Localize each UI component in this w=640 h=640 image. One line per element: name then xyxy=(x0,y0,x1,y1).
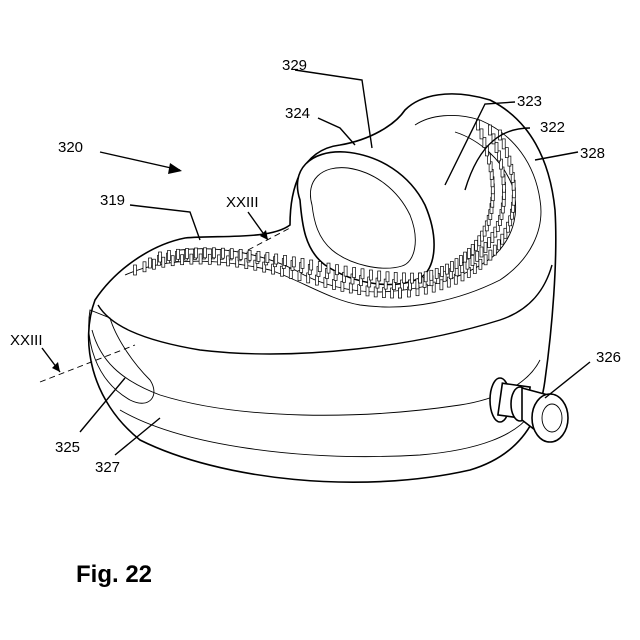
bristle xyxy=(221,248,224,258)
bristle xyxy=(435,269,438,279)
bristle xyxy=(459,256,462,266)
bristle xyxy=(440,280,443,290)
bristle xyxy=(471,255,474,265)
bristle xyxy=(230,249,233,259)
bristle xyxy=(450,262,453,272)
bristle xyxy=(424,272,427,282)
bristle xyxy=(479,259,482,269)
bristle xyxy=(349,283,352,293)
bristle xyxy=(284,255,287,265)
bristle xyxy=(491,233,494,243)
label-section-left: XXIII xyxy=(10,332,43,349)
bristle xyxy=(190,254,193,264)
label-327: 327 xyxy=(95,459,120,476)
bristle xyxy=(475,240,478,250)
bristle xyxy=(394,272,397,282)
label-320: 320 xyxy=(58,139,83,156)
bristle xyxy=(310,260,313,270)
bristle xyxy=(181,255,184,265)
bristle xyxy=(489,250,492,260)
label-319: 319 xyxy=(100,192,125,209)
bristle xyxy=(411,273,414,283)
bristle xyxy=(199,254,202,264)
bristle xyxy=(341,281,344,291)
bristle xyxy=(195,248,198,258)
bristle xyxy=(275,254,278,264)
bristle xyxy=(484,255,487,265)
label-324: 324 xyxy=(285,105,310,122)
bristle xyxy=(378,271,381,281)
bristle xyxy=(149,258,152,268)
bristle xyxy=(292,257,295,267)
bristle xyxy=(318,262,321,272)
label-329: 329 xyxy=(282,57,307,74)
bristle xyxy=(177,249,180,259)
bristle xyxy=(358,285,361,295)
bristle xyxy=(441,266,444,276)
bristle xyxy=(327,263,330,273)
bristle xyxy=(333,279,336,289)
leader-326 xyxy=(545,362,590,398)
label-326: 326 xyxy=(596,349,621,366)
bristle xyxy=(502,139,505,149)
bristle xyxy=(152,259,155,269)
label-328: 328 xyxy=(580,145,605,162)
bristle xyxy=(204,248,207,258)
bristle xyxy=(488,238,491,248)
bristle xyxy=(143,262,146,272)
bristle xyxy=(480,129,483,139)
bristle xyxy=(419,273,422,283)
bristle xyxy=(361,269,364,279)
bristle xyxy=(484,243,487,253)
label-322: 322 xyxy=(540,119,565,136)
label-323: 323 xyxy=(517,93,542,110)
bristle xyxy=(386,272,389,282)
bristle xyxy=(248,250,251,260)
leader-319 xyxy=(130,205,200,240)
label-section-top: XXIII xyxy=(226,194,259,211)
bristle xyxy=(430,270,433,280)
bristle xyxy=(208,254,211,264)
bristle xyxy=(369,270,372,280)
bristle xyxy=(186,249,189,259)
bristle xyxy=(402,273,405,283)
bristle xyxy=(301,258,304,268)
bristle xyxy=(468,248,471,258)
bristle xyxy=(497,240,500,250)
bristle xyxy=(162,257,165,267)
bristle xyxy=(336,265,339,275)
bristle xyxy=(239,249,242,259)
bristle xyxy=(212,248,215,258)
bristle xyxy=(483,138,486,148)
bristle xyxy=(266,253,269,263)
bristle xyxy=(353,268,356,278)
label-325: 325 xyxy=(55,439,80,456)
bristle xyxy=(476,251,479,261)
bristle xyxy=(495,143,498,153)
leader-320 xyxy=(100,152,180,170)
bristle xyxy=(489,125,492,135)
bristle xyxy=(505,148,508,158)
bristle xyxy=(399,288,402,298)
bristle xyxy=(493,245,496,255)
bristle xyxy=(455,259,458,269)
leader-324 xyxy=(318,118,355,145)
bristle xyxy=(471,245,474,255)
bristle xyxy=(159,252,162,262)
bristle xyxy=(168,251,171,261)
bristle xyxy=(480,247,483,257)
bristle xyxy=(171,256,174,266)
bristle xyxy=(134,265,137,275)
bristle xyxy=(344,266,347,276)
bristle xyxy=(464,252,467,262)
bristle xyxy=(257,251,260,261)
bristle xyxy=(446,264,449,274)
bristle xyxy=(501,234,504,244)
bristle xyxy=(366,286,369,296)
arrowhead-320 xyxy=(168,163,182,174)
figure-caption: Fig. 22 xyxy=(76,561,152,588)
